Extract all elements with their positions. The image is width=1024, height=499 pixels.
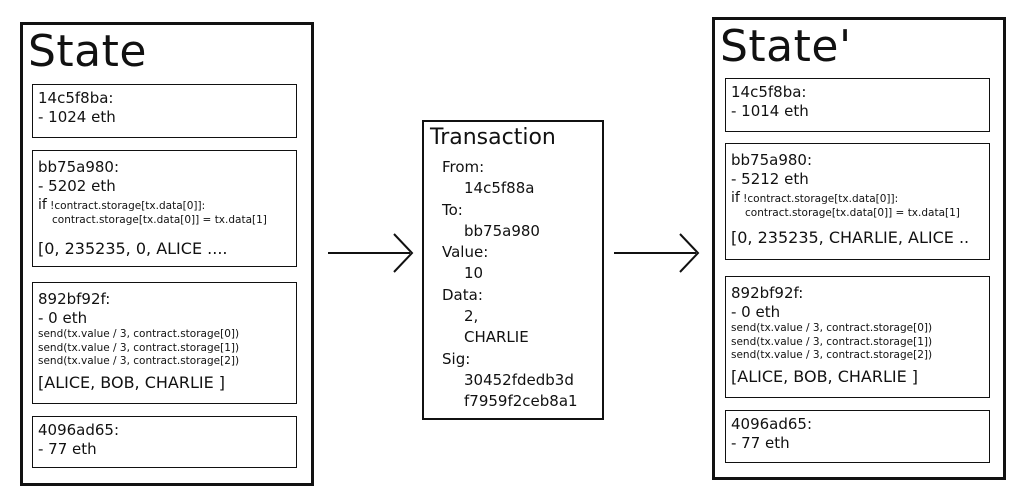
state-title-after: State' xyxy=(720,21,852,72)
state-title-before: State xyxy=(28,26,147,77)
tx-from-label: From: xyxy=(442,158,485,176)
account-address: 14c5f8ba: xyxy=(38,89,114,107)
tx-sig-label: Sig: xyxy=(442,350,471,368)
contract-code-line: send(tx.value / 3, contract.storage[0]) xyxy=(731,322,933,334)
account-address: bb75a980: xyxy=(38,158,120,176)
contract-code-line: send(tx.value / 3, contract.storage[1]) xyxy=(38,341,240,354)
contract-code-line: if !contract.storage[tx.data[0]]: xyxy=(38,197,291,214)
tx-data-label: Data: xyxy=(442,286,483,304)
account-address: 4096ad65: xyxy=(731,415,813,433)
tx-from-value: 14c5f88a xyxy=(464,179,535,197)
tx-to-label: To: xyxy=(442,201,463,219)
account-4096ad65-before: 4096ad65: - 77 eth xyxy=(32,416,297,468)
account-balance: - 5202 eth xyxy=(38,177,116,195)
arrow-to-new-state-icon xyxy=(614,233,700,273)
contract-code-line: send(tx.value / 3, contract.storage[0]) xyxy=(38,328,240,340)
tx-to-value: bb75a980 xyxy=(464,222,540,240)
contract-code-line: send(tx.value / 3, contract.storage[2]) xyxy=(38,355,240,367)
account-bb75a980-after: bb75a980: - 5212 eth if !contract.storag… xyxy=(725,143,990,260)
contract-code-line: send(tx.value / 3, contract.storage[2]) xyxy=(731,349,933,361)
code-if-keyword: if xyxy=(38,197,47,213)
code-if-condition: !contract.storage[tx.data[0]]: xyxy=(46,200,206,212)
arrow-to-transaction-icon xyxy=(328,233,414,273)
account-balance: - 5212 eth xyxy=(731,170,809,188)
account-address: 892bf92f: xyxy=(731,284,804,302)
contract-code-line: contract.storage[tx.data[0]] = tx.data[1… xyxy=(745,206,960,219)
account-address: bb75a980: xyxy=(731,151,813,169)
contract-storage: [ALICE, BOB, CHARLIE ] xyxy=(38,372,226,392)
account-address: 14c5f8ba: xyxy=(731,83,807,101)
account-892bf92f-after: 892bf92f: - 0 eth send(tx.value / 3, con… xyxy=(725,276,990,398)
account-balance: - 1014 eth xyxy=(731,102,809,120)
contract-code-line: contract.storage[tx.data[0]] = tx.data[1… xyxy=(52,213,267,226)
account-14c5f8ba-before: 14c5f8ba: - 1024 eth xyxy=(32,84,297,138)
account-bb75a980-before: bb75a980: - 5202 eth if !contract.storag… xyxy=(32,150,297,267)
tx-value-label: Value: xyxy=(442,243,489,261)
contract-storage: [0, 235235, 0, ALICE .... xyxy=(38,239,228,258)
transaction-box: Transaction From: 14c5f88a To: bb75a980 … xyxy=(422,120,604,420)
contract-storage: [ALICE, BOB, CHARLIE ] xyxy=(731,366,919,386)
contract-code-line: send(tx.value / 3, contract.storage[1]) xyxy=(731,335,933,348)
tx-sig-value: f7959f2ceb8a1 xyxy=(464,392,578,410)
account-892bf92f-before: 892bf92f: - 0 eth send(tx.value / 3, con… xyxy=(32,282,297,404)
code-if-condition: !contract.storage[tx.data[0]]: xyxy=(739,193,899,205)
account-balance: - 1024 eth xyxy=(38,108,116,126)
account-4096ad65-after: 4096ad65: - 77 eth xyxy=(725,410,990,463)
contract-code-line: if !contract.storage[tx.data[0]]: xyxy=(731,190,984,207)
contract-storage: [0, 235235, CHARLIE, ALICE .. xyxy=(731,228,970,247)
account-14c5f8ba-after: 14c5f8ba: - 1014 eth xyxy=(725,78,990,132)
account-address: 4096ad65: xyxy=(38,421,120,439)
tx-sig-value: 30452fdedb3d xyxy=(464,371,574,389)
account-balance: - 77 eth xyxy=(38,440,97,458)
tx-value-value: 10 xyxy=(464,264,484,282)
tx-data-value: CHARLIE xyxy=(464,328,529,346)
tx-data-value: 2, xyxy=(464,307,479,325)
account-balance: - 0 eth xyxy=(38,309,88,327)
account-address: 892bf92f: xyxy=(38,290,111,308)
account-balance: - 0 eth xyxy=(731,303,781,321)
code-if-keyword: if xyxy=(731,190,740,206)
account-balance: - 77 eth xyxy=(731,434,790,452)
transaction-title: Transaction xyxy=(430,125,556,150)
